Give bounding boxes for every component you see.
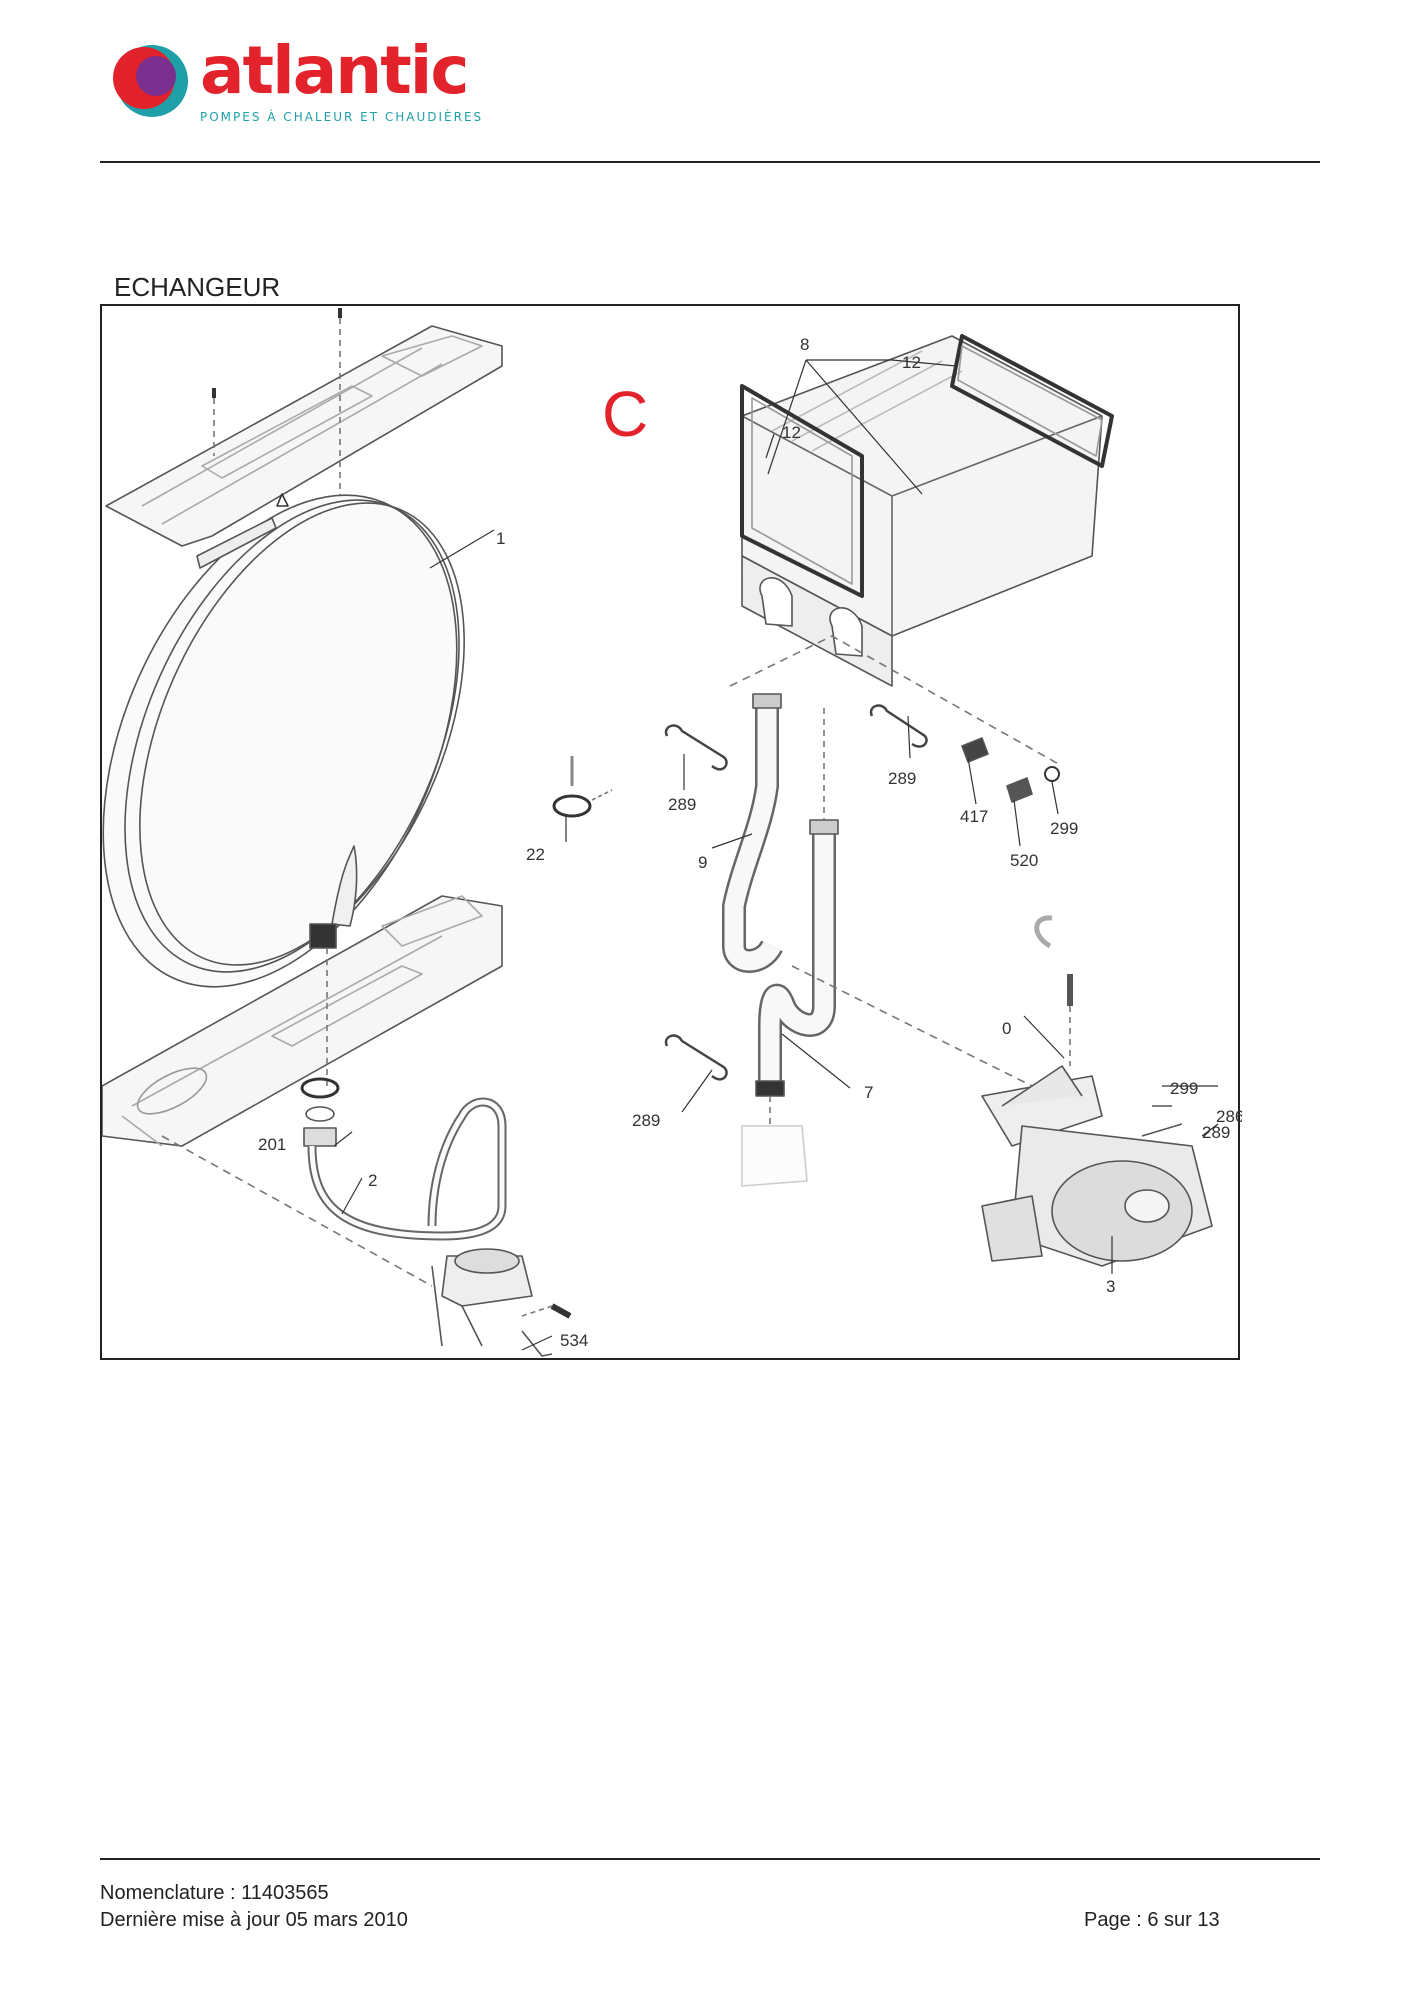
callout-12-left: 12	[782, 423, 801, 442]
variant-letter: C	[602, 378, 648, 450]
brand-logo-mark	[113, 45, 188, 117]
callout-520: 520	[1010, 851, 1038, 870]
footer-nomenclature: Nomenclature : 11403565	[100, 1882, 329, 1904]
brand-name: atlantic	[200, 32, 470, 109]
callout-289-left: 289	[668, 795, 696, 814]
callout-534: 534	[560, 1331, 588, 1350]
callout-201: 201	[258, 1135, 286, 1154]
callout-1: 1	[496, 529, 505, 548]
callout-289-bottom: 289	[632, 1111, 660, 1130]
callout-299-pump: 299	[1170, 1079, 1198, 1098]
callout-7: 7	[864, 1083, 873, 1102]
callout-299-right: 299	[1050, 819, 1078, 838]
callout-8: 8	[800, 335, 809, 354]
diagram-drawing: 8 12 12 1 289 289 417 299 520 22 9 0 299…	[102, 308, 1242, 1357]
footer-rule	[100, 1858, 1320, 1860]
callout-289-middle: 289	[888, 769, 916, 788]
exploded-diagram: 8 12 12 1 289 289 417 299 520 22 9 0 299…	[100, 304, 1242, 1360]
header-rule	[100, 161, 1320, 163]
callout-22: 22	[526, 845, 545, 864]
brand-tagline: POMPES À CHALEUR ET CHAUDIÈRES	[200, 110, 484, 124]
footer-updated: Dernière mise à jour 05 mars 2010	[100, 1909, 408, 1931]
callout-286: 286	[1216, 1107, 1242, 1126]
callout-3: 3	[1106, 1277, 1115, 1296]
callout-2: 2	[368, 1171, 377, 1190]
section-title: ECHANGEUR	[114, 272, 281, 302]
callout-9: 9	[698, 853, 707, 872]
callout-289-pump: 289	[1202, 1123, 1230, 1142]
callout-417: 417	[960, 807, 988, 826]
callout-0: 0	[1002, 1019, 1011, 1038]
footer-page-number: Page : 6 sur 13	[1084, 1909, 1220, 1931]
brand-logo: atlantic POMPES À CHALEUR ET CHAUDIÈRES	[112, 32, 492, 128]
callout-12-top: 12	[902, 353, 921, 372]
